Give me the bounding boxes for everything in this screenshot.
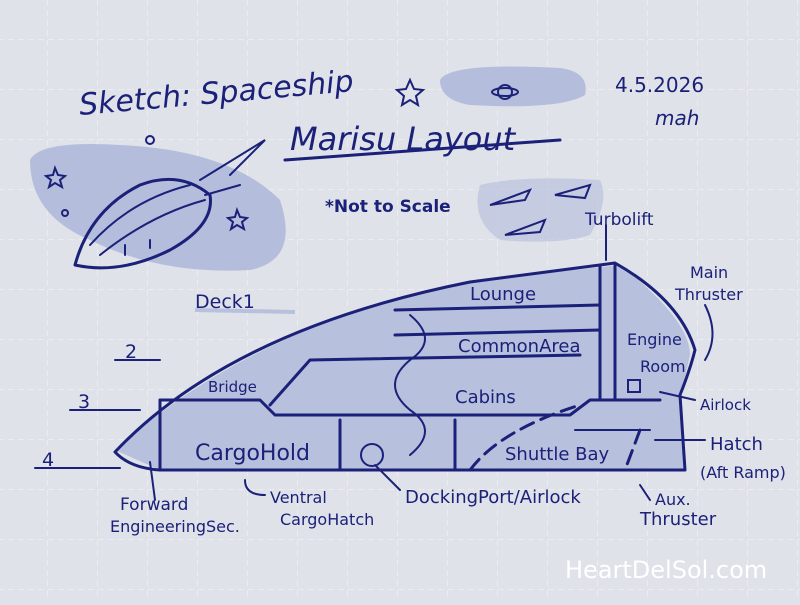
- small-ship-drawing: [73, 139, 266, 270]
- space-backdrop: [30, 66, 604, 271]
- date: 4.5.2026: [615, 73, 704, 97]
- room-engine: Engine: [627, 330, 682, 349]
- callout-ventral-hatch-2: CargoHatch: [280, 510, 374, 529]
- room-cargo-hold: CargoHold: [195, 441, 310, 466]
- room-engine-2: Room: [640, 357, 686, 376]
- callout-docking-port: DockingPort/Airlock: [405, 487, 581, 508]
- callout-hatch-2: (Aft Ramp): [700, 463, 786, 482]
- callout-lines: [149, 224, 714, 501]
- callout-aux-thruster: Aux.: [655, 490, 691, 509]
- watermark: HeartDelSol.com: [565, 556, 767, 584]
- callout-main-thruster-2: Thruster: [674, 285, 743, 304]
- room-shuttle-bay: Shuttle Bay: [505, 444, 610, 465]
- room-lounge: Lounge: [470, 284, 536, 305]
- callout-forward-eng: Forward: [120, 495, 188, 515]
- star-icon: [43, 77, 426, 232]
- scale-note: *Not to Scale: [325, 197, 451, 217]
- deck-label-2: 2: [125, 341, 137, 363]
- signature: mah: [655, 106, 699, 130]
- deck-markers: Deck1 2 3 4: [34, 291, 296, 471]
- callout-hatch: Hatch: [710, 434, 763, 455]
- callout-turbolift: Turbolift: [584, 210, 654, 230]
- room-bridge: Bridge: [208, 378, 257, 396]
- deck-label-1: Deck1: [195, 291, 255, 313]
- room-common-area: CommonArea: [458, 336, 581, 357]
- title-underline: [283, 138, 562, 162]
- callout-main-thruster: Main: [690, 263, 728, 282]
- deck-label-4: 4: [42, 449, 54, 471]
- callout-forward-eng-2: EngineeringSec.: [110, 517, 240, 536]
- docking-port-icon: [360, 443, 384, 467]
- ship-hull: [113, 261, 697, 472]
- callout-aux-thruster-2: Thruster: [639, 509, 717, 530]
- callout-airlock: Airlock: [700, 396, 751, 414]
- small-doodles: [489, 183, 592, 236]
- callout-ventral-hatch: Ventral: [270, 488, 327, 507]
- room-cabins: Cabins: [455, 387, 516, 408]
- deck-label-3: 3: [78, 391, 90, 413]
- planet-icon: [491, 84, 519, 100]
